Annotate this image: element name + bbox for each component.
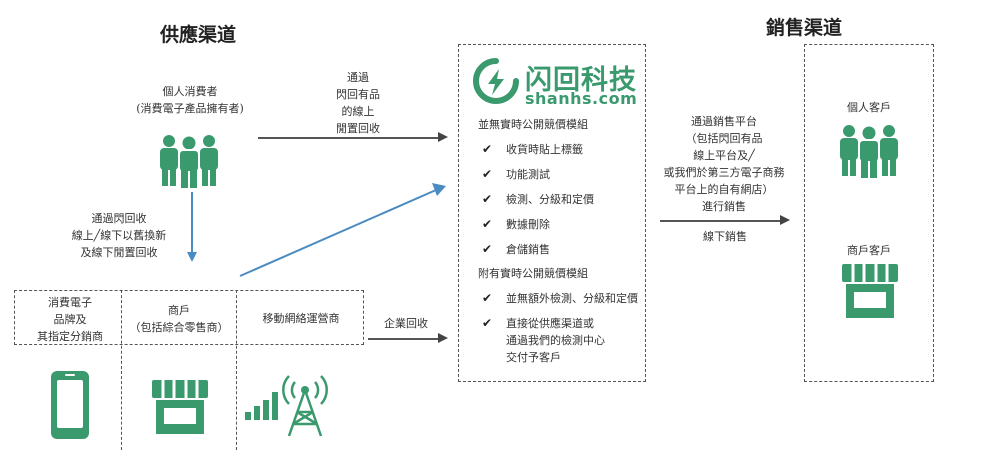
merchant-customer-label: 商戶客戶 — [847, 244, 891, 257]
enterprise-col3-label: 移動網絡運營商 — [262, 312, 340, 325]
section2-item-text-line1: 直接從供應渠道或 — [506, 317, 594, 330]
enterprise-divider-1 — [121, 290, 122, 450]
section2-list: ✔ 並無額外檢測、分級和定價 ✔ 直接從供應渠道或 通過我們的檢測中心 交付予客戶 — [482, 290, 638, 366]
arrow-individual-to-center — [258, 137, 440, 139]
check-icon: ✔ — [482, 142, 493, 156]
logo — [472, 57, 520, 105]
flow-top-line3: 的線上 — [341, 105, 375, 118]
section1-item-text: 檢測、分級和定價 — [506, 193, 594, 206]
section2-title: 附有實時公開競價模組 — [478, 267, 588, 280]
section1-item: ✔ 檢測、分級和定價 — [482, 191, 594, 208]
arrow-center-to-sales — [660, 220, 782, 222]
arrowhead-individual — [438, 132, 448, 142]
flow-left-line2: 線上╱線下以舊換新 — [71, 229, 167, 242]
flow-top-label: 通過 閃回有品 的線上 閒置回收 — [318, 69, 398, 137]
col2-line2: （包括綜合零售商） — [129, 321, 229, 334]
arrow-blue-diagonal — [239, 183, 446, 277]
col2-line1: 商戶 — [168, 304, 190, 317]
sales-flow-line5: 平台上的自有網店） — [674, 183, 774, 196]
section2-item-text-line2: 通過我們的檢測中心 — [506, 334, 605, 347]
flow-top-line1: 通過 — [347, 71, 369, 84]
section1-item-text: 收貨時貼上標籤 — [506, 143, 583, 156]
section2-item-text-line3: 交付予客戶 — [506, 351, 561, 364]
section1-item-text: 功能測試 — [506, 168, 550, 181]
enterprise-col1-label: 消費電子 品牌及 其指定分銷商 — [20, 294, 120, 345]
check-icon: ✔ — [482, 167, 493, 181]
sales-flow-line2: （包括閃回有品 — [685, 132, 763, 145]
smartphone-icon — [50, 370, 90, 440]
flow-top-line4: 閒置回收 — [336, 122, 380, 135]
logo-domain-text: shanhs.com — [525, 89, 638, 108]
individual-label-line2: (消費電子產品擁有者) — [136, 102, 244, 115]
individual-customer-label: 個人客戶 — [847, 101, 891, 114]
arrow-enterprise-to-center — [368, 338, 440, 340]
section1-item: ✔ 功能測試 — [482, 166, 594, 183]
flow-top-line2: 閃回有品 — [336, 88, 380, 101]
sales-channel-box — [804, 44, 934, 382]
section1-item-text: 數據刪除 — [506, 218, 550, 231]
sales-flow-line3: 線上平台及╱ — [693, 149, 755, 162]
offline-sales-label: 線下銷售 — [703, 230, 747, 243]
flow-left-line1: 通過閃回收 — [91, 212, 147, 225]
sales-flow-line6: 進行銷售 — [702, 200, 746, 213]
store-icon — [150, 378, 210, 436]
check-icon: ✔ — [482, 316, 493, 330]
check-icon: ✔ — [482, 192, 493, 206]
section1-item-text: 倉儲銷售 — [506, 243, 550, 256]
section1-item: ✔ 數據刪除 — [482, 216, 594, 233]
section1-item: ✔ 倉儲銷售 — [482, 241, 594, 258]
enterprise-box — [14, 290, 364, 345]
individual-label-line1: 個人消費者 — [162, 85, 218, 98]
enterprise-col2-label: 商戶 （包括綜合零售商） — [122, 302, 236, 336]
sales-flow-line4: 或我們於第三方電子商務 — [663, 166, 785, 179]
logo-mark-icon — [473, 58, 519, 104]
section1-item: ✔ 收貨時貼上標籤 — [482, 141, 594, 158]
section2-item: ✔ 並無額外檢測、分級和定價 — [482, 290, 638, 307]
section2-item-text: 並無額外檢測、分級和定價 — [506, 292, 638, 305]
people-icon — [156, 134, 222, 188]
section1-title: 並無實時公開競價模組 — [478, 118, 588, 131]
sales-flow-label: 通過銷售平台 （包括閃回有品 線上平台及╱ 或我們於第三方電子商務 平台上的自有… — [654, 113, 794, 215]
flow-left-line3: 及線下閒置回收 — [80, 246, 158, 259]
check-icon: ✔ — [482, 291, 493, 305]
network-tower-icon — [245, 368, 335, 438]
flow-left-label: 通過閃回收 線上╱線下以舊換新 及線下閒置回收 — [44, 210, 194, 261]
arrowhead-enterprise — [438, 333, 448, 343]
sales-flow-line1: 通過銷售平台 — [691, 115, 757, 128]
section1-list: ✔ 收貨時貼上標籤 ✔ 功能測試 ✔ 檢測、分級和定價 ✔ 數據刪除 ✔ 倉儲銷售 — [482, 141, 594, 258]
enterprise-recycle-label: 企業回收 — [384, 317, 428, 330]
enterprise-divider-2 — [236, 290, 237, 450]
individual-consumer-label: 個人消費者 (消費電子產品擁有者) — [120, 83, 260, 117]
arrowhead-sales — [780, 215, 790, 225]
logo-chinese-text: 闪回科技 — [525, 65, 637, 96]
check-icon: ✔ — [482, 217, 493, 231]
arrow-blue-down — [187, 192, 197, 262]
col1-line1: 消費電子 — [48, 296, 92, 309]
sales-channel-heading: 銷售渠道 — [766, 17, 843, 39]
supply-channel-heading: 供應渠道 — [160, 24, 237, 46]
center-process-box — [458, 44, 646, 382]
section2-item: ✔ 直接從供應渠道或 通過我們的檢測中心 交付予客戶 — [482, 315, 638, 366]
col1-line3: 其指定分銷商 — [37, 330, 103, 343]
people-icon — [836, 124, 902, 178]
store-icon — [840, 262, 900, 320]
check-icon: ✔ — [482, 242, 493, 256]
col1-line2: 品牌及 — [53, 313, 87, 326]
